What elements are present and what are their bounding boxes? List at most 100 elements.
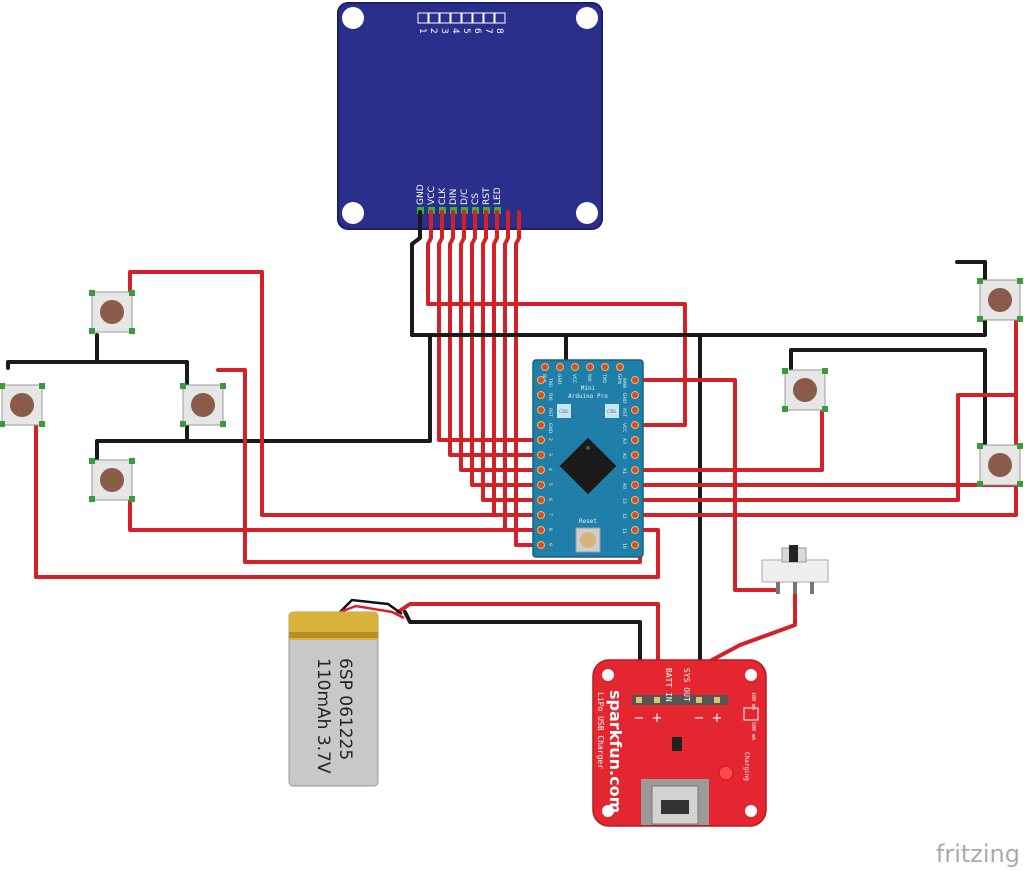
arduino-pro-mini: BLKGNDVCCRXITXOGRN TXORXIRSTGND23456789 … — [532, 359, 644, 558]
reset-label: Reset — [579, 518, 597, 525]
mount-hole — [745, 805, 757, 817]
arduino-pin-label: VCC — [621, 423, 627, 432]
battery-label-line2: 110mAh 3.7V — [313, 658, 333, 774]
display-pin-pad — [439, 12, 451, 24]
arduino-pin — [537, 526, 545, 534]
display-pin-label: CS — [471, 193, 481, 205]
arduino-pin-label: TXO — [601, 373, 607, 384]
arduino-pin — [541, 363, 549, 371]
lipo-battery: 6SP 061225 110mAh 3.7V — [288, 598, 405, 787]
arduino-pin-label: GRN — [616, 374, 622, 384]
arduino-pin-label: 2 — [547, 438, 553, 441]
arduino-title-line2: Arduino Pro — [568, 393, 608, 400]
display-pin-pad — [450, 12, 462, 24]
arduino-pin — [631, 466, 639, 474]
display-pin-pad — [472, 12, 484, 24]
wire-red — [437, 210, 542, 442]
mount-hole — [602, 805, 614, 817]
charger-product-label: LiPo USB Charger — [596, 692, 605, 769]
arduino-pin — [537, 481, 545, 489]
charger-chip — [672, 737, 682, 751]
wire-red — [426, 210, 687, 427]
usb-connector[interactable] — [641, 779, 709, 825]
arduino-pin — [571, 363, 579, 371]
display-pin-number: 5 — [461, 28, 471, 34]
wire-red — [34, 423, 660, 579]
wiring — [6, 210, 1018, 702]
arduino-pin-label: GND — [556, 374, 562, 385]
arduino-pin — [631, 481, 639, 489]
arduino-pin — [601, 363, 609, 371]
reset-button[interactable] — [575, 527, 601, 553]
battery-lead-black — [339, 598, 403, 616]
arduino-pin-label: A3 — [621, 438, 627, 444]
arduino-pin — [631, 421, 639, 429]
display-pin-label: D/C — [460, 189, 470, 205]
arduino-pin — [537, 376, 545, 384]
wire-red — [514, 210, 542, 547]
wire-red — [638, 468, 960, 502]
push-button[interactable] — [977, 278, 1023, 322]
display-pin-label: DIN — [449, 189, 459, 205]
display-pin-label: LED — [493, 187, 503, 205]
mount-hole — [576, 202, 598, 224]
arduino-pin — [537, 406, 545, 414]
arduino-pin-label: GND — [547, 423, 553, 434]
charging-led — [718, 765, 734, 781]
arduino-pin-label: GND — [621, 393, 627, 404]
arduino-pin — [631, 406, 639, 414]
chip-dot — [586, 446, 590, 450]
push-button[interactable] — [0, 383, 45, 427]
wire-red — [128, 488, 542, 532]
display-pin-pad — [417, 12, 429, 24]
slide-switch[interactable] — [761, 545, 829, 594]
push-buttons — [0, 278, 1023, 502]
display-board — [337, 2, 603, 230]
display-pin-number: 2 — [428, 28, 438, 34]
sys-minus-label: − — [694, 711, 705, 726]
arduino-pin-label: 4 — [547, 468, 553, 471]
arduino-pin-label: 10 — [621, 543, 627, 549]
display-pin-pad — [461, 12, 473, 24]
battery-cap-stripe — [289, 632, 378, 638]
display-pin-pad — [428, 12, 440, 24]
wire-red — [638, 403, 824, 472]
push-button[interactable] — [89, 458, 135, 502]
display-pin-pad — [483, 12, 495, 24]
wire-red — [956, 393, 1018, 472]
sys-plus-label: + — [712, 711, 723, 726]
arduino-pin-label: RXI — [586, 374, 592, 382]
arduino-pin — [586, 363, 594, 371]
mount-hole — [342, 7, 364, 29]
arduino-pin-label: 3 — [547, 453, 553, 456]
wire-red — [459, 210, 542, 472]
push-button[interactable] — [89, 290, 135, 334]
push-button[interactable] — [180, 383, 226, 427]
display-pin-label: GND — [416, 184, 426, 205]
fritzing-watermark: fritzing — [936, 840, 1020, 868]
push-button[interactable] — [977, 443, 1023, 487]
wire-black — [789, 348, 987, 457]
capacitor-label: C3UL — [607, 409, 617, 414]
wire-red — [128, 270, 642, 517]
arduino-pin-label: RXI — [547, 393, 553, 401]
push-button[interactable] — [782, 368, 828, 412]
arduino-pin — [616, 363, 624, 371]
arduino-pin-label: A2 — [621, 453, 627, 459]
arduino-pin-label: 13 — [621, 498, 627, 504]
battery-lead-red — [339, 604, 405, 620]
arduino-pin — [631, 511, 639, 519]
arduino-pin — [556, 363, 564, 371]
batt-in-label: BATT IN — [664, 668, 673, 702]
arduino-pin — [537, 466, 545, 474]
arduino-pin — [537, 451, 545, 459]
arduino-pin-label: RST — [621, 408, 627, 417]
arduino-pin-label: 12 — [621, 513, 627, 519]
arduino-pin — [537, 436, 545, 444]
arduino-pin-label: RST — [547, 408, 553, 417]
batt-plus-label: + — [652, 711, 663, 726]
